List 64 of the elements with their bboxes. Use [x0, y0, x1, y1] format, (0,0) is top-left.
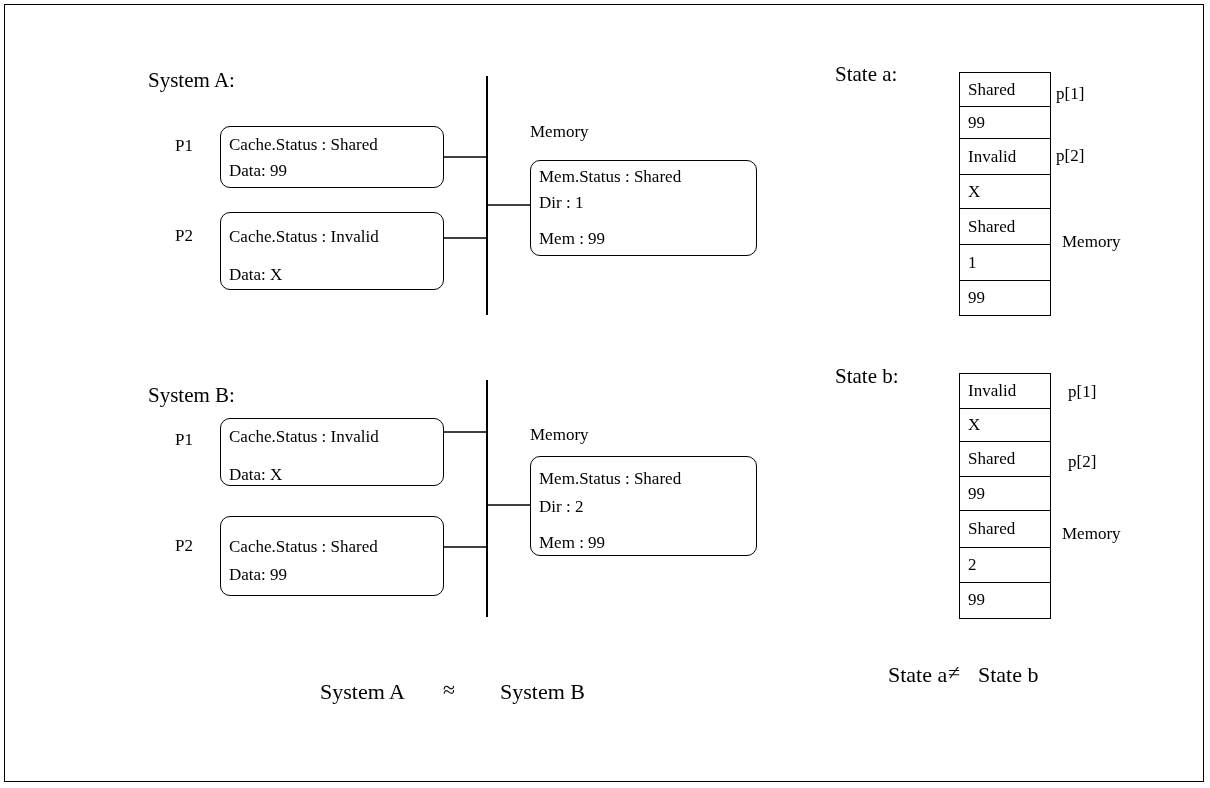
box-text: Dir : 1: [539, 193, 584, 213]
bus-line: [486, 76, 488, 315]
table-cell: 99: [959, 582, 1051, 619]
table-cell: 99: [959, 106, 1051, 140]
box-text: Cache.Status : Invalid: [229, 427, 379, 447]
table-cell: Invalid: [959, 138, 1051, 176]
box-text: Cache.Status : Shared: [229, 135, 378, 155]
connector-line: [443, 546, 487, 548]
node-caption: P1: [175, 136, 193, 156]
box-text: Cache.Status : Shared: [229, 537, 378, 557]
memory-box: [530, 456, 757, 556]
box-text: Mem : 99: [539, 229, 606, 249]
table-cell: Shared: [959, 441, 1051, 478]
comparison-text: System A: [320, 679, 405, 705]
connector-line: [443, 156, 487, 158]
box-text: Data: X: [229, 265, 283, 285]
box-text: Dir : 2: [539, 497, 584, 517]
row-label: p[1]: [1056, 84, 1085, 104]
cache-box: [220, 126, 444, 188]
section-heading: System A:: [148, 68, 235, 92]
table-cell: 99: [959, 280, 1051, 316]
section-heading: State a:: [835, 62, 898, 86]
section-heading: System B:: [148, 383, 235, 407]
cache-box: [220, 212, 444, 290]
row-label: Memory: [1062, 524, 1121, 544]
table-cell: 1: [959, 244, 1051, 282]
node-caption: P2: [175, 226, 193, 246]
memory-box: [530, 160, 757, 256]
connector-line: [443, 431, 487, 433]
bus-line: [486, 380, 488, 617]
node-caption: Memory: [530, 425, 589, 445]
comparison-text: ≈: [443, 677, 456, 703]
table-cell: X: [959, 174, 1051, 210]
comparison-text: State b: [978, 662, 1039, 688]
connector-line: [487, 504, 531, 506]
table-cell: X: [959, 408, 1051, 443]
cache-box: [220, 516, 444, 596]
comparison-text: System B: [500, 679, 585, 705]
row-label: Memory: [1062, 232, 1121, 252]
node-caption: P2: [175, 536, 193, 556]
connector-line: [487, 204, 531, 206]
table-cell: 2: [959, 547, 1051, 584]
cache-box: [220, 418, 444, 486]
table-cell: 99: [959, 476, 1051, 512]
comparison-text: State a: [888, 662, 948, 688]
box-text: Cache.Status : Invalid: [229, 227, 379, 247]
node-caption: Memory: [530, 122, 589, 142]
box-text: Data: 99: [229, 161, 288, 181]
box-text: Mem.Status : Shared: [539, 167, 682, 187]
comparison-text: ≠: [948, 660, 961, 686]
table-cell: Shared: [959, 208, 1051, 246]
box-text: Data: 99: [229, 565, 288, 585]
row-label: p[1]: [1068, 382, 1097, 402]
table-cell: Shared: [959, 72, 1051, 108]
box-text: Mem : 99: [539, 533, 606, 553]
node-caption: P1: [175, 430, 193, 450]
box-text: Data: X: [229, 465, 283, 485]
table-cell: Invalid: [959, 373, 1051, 410]
row-label: p[2]: [1056, 146, 1085, 166]
row-label: p[2]: [1068, 452, 1097, 472]
table-cell: Shared: [959, 510, 1051, 549]
box-text: Mem.Status : Shared: [539, 469, 682, 489]
section-heading: State b:: [835, 364, 899, 388]
connector-line: [443, 237, 487, 239]
